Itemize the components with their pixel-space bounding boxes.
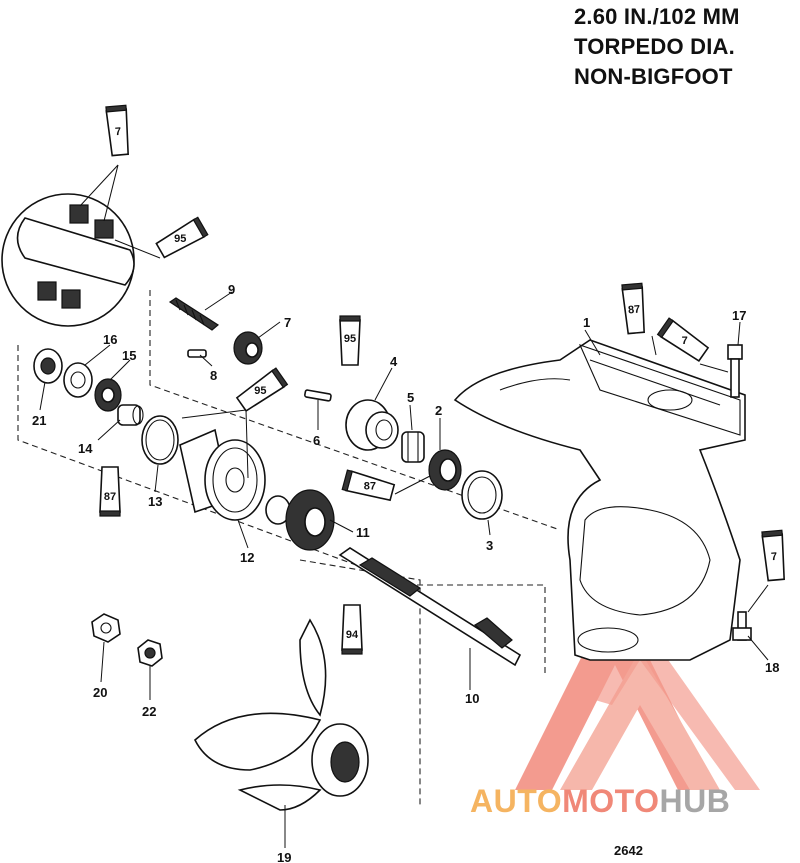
needle-bearing	[401, 431, 425, 463]
lubricant-tube: 95	[339, 315, 361, 366]
callout-17: 17	[732, 308, 746, 323]
sliding-clutch	[233, 331, 263, 365]
watermark-part-auto: AUTO	[470, 783, 563, 819]
mounting-bolt-upper	[727, 344, 743, 398]
propeller-nut	[91, 613, 121, 643]
callout-11: 11	[356, 525, 370, 540]
gearcase-housing	[453, 339, 746, 661]
mounting-bolt-lower	[732, 611, 752, 641]
lubricant-tube: 7	[761, 529, 785, 582]
lubricant-tube: 94	[341, 604, 363, 655]
svg-text:95: 95	[174, 233, 186, 245]
watermark-part-moto: MOTO	[562, 783, 660, 819]
figure-number: 2642	[614, 843, 643, 858]
thrust-washer	[63, 362, 93, 398]
watermark-text: AUTOMOTOHUB	[470, 783, 730, 820]
thrust-hub	[33, 348, 63, 384]
svg-text:7: 7	[682, 335, 688, 347]
svg-text:7: 7	[115, 126, 122, 138]
lock-nut	[137, 639, 163, 667]
bearing-cup	[461, 470, 503, 520]
tapered-roller-bearing	[428, 449, 462, 491]
detail-magnifier	[1, 164, 161, 327]
lubricant-tube: 87	[99, 466, 121, 517]
lubricant-tube: 7	[105, 104, 129, 157]
spec-line-2: TORPEDO DIA.	[574, 34, 735, 59]
spec-line-1: 2.60 IN./102 MM	[574, 4, 740, 29]
callout-14: 14	[78, 441, 93, 456]
callout-1: 1	[583, 315, 590, 330]
callout-20: 20	[93, 685, 107, 700]
cross-pin-spring	[168, 297, 220, 331]
svg-text:94: 94	[346, 629, 359, 641]
pinion-gear	[265, 489, 335, 551]
svg-text:95: 95	[344, 333, 356, 345]
callout-13: 13	[148, 494, 162, 509]
callout-10: 10	[465, 691, 479, 706]
callout-8: 8	[210, 368, 217, 383]
dashed-prop-outline	[299, 559, 421, 805]
callout-6: 6	[313, 433, 320, 448]
callout-3: 3	[486, 538, 493, 553]
callouts: 1 2 3 4 5 6 7 8 9 10 11 12 13 14 15 16 1…	[32, 282, 779, 863]
bearing-carrier	[179, 428, 266, 521]
svg-text:87: 87	[628, 303, 641, 316]
svg-text:87: 87	[364, 481, 376, 493]
callout-4: 4	[390, 354, 398, 369]
dashed-group-outline-upper	[149, 290, 561, 531]
svg-text:7: 7	[771, 551, 778, 563]
watermark-part-hub: HUB	[659, 783, 731, 819]
callout-19: 19	[277, 850, 291, 863]
callout-15: 15	[122, 348, 136, 363]
lubricant-tube: 7	[656, 317, 710, 362]
propeller-shaft	[338, 547, 522, 667]
callout-16: 16	[103, 332, 117, 347]
callout-9: 9	[228, 282, 235, 297]
lubricant-tube: 87	[621, 282, 645, 335]
callout-5: 5	[407, 390, 414, 405]
dowel-pin	[304, 389, 332, 402]
callout-21: 21	[32, 413, 46, 428]
callout-12: 12	[240, 550, 254, 565]
lubricant-tube: 95	[155, 216, 209, 259]
spec-line-3: NON-BIGFOOT	[574, 64, 733, 89]
callout-22: 22	[142, 704, 156, 719]
svg-text:95: 95	[254, 385, 266, 397]
cross-pin	[187, 349, 207, 358]
face-plate	[345, 399, 399, 451]
o-ring	[141, 415, 179, 465]
oil-seal	[94, 378, 122, 412]
watermark-logo	[515, 590, 760, 790]
lubricant-tube: 95	[235, 367, 289, 412]
svg-text:87: 87	[104, 491, 116, 503]
callout-18: 18	[765, 660, 779, 675]
leader-lines	[39, 291, 769, 848]
callout-2: 2	[435, 403, 442, 418]
callout-7: 7	[284, 315, 291, 330]
propeller	[194, 618, 369, 811]
lubricant-tube: 87	[341, 469, 396, 502]
bushing	[117, 404, 144, 426]
